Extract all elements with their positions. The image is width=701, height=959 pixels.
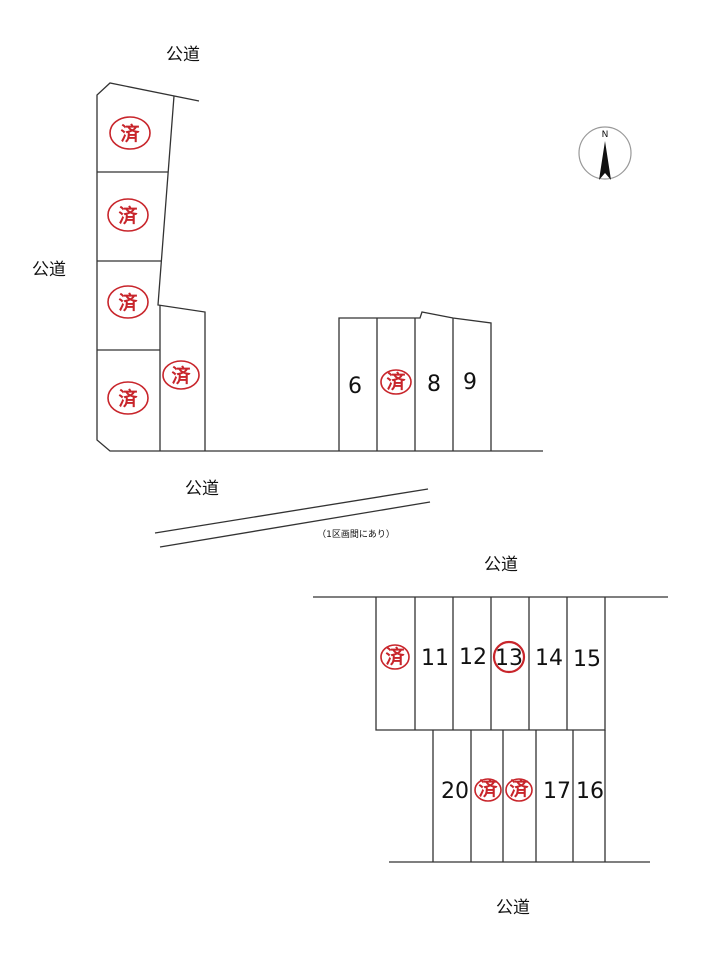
sold-stamp: 済 [162,360,200,390]
lot-6-label: 6 [348,374,362,399]
sold-stamp: 済 [474,777,502,802]
middle-block: 6 8 9 [338,311,492,451]
highlight-circle [492,640,526,674]
svg-text:済: 済 [509,777,529,800]
north-compass-icon: N [578,126,632,180]
svg-text:済: 済 [478,777,498,800]
sold-stamp: 済 [107,285,149,319]
road-line [159,501,431,548]
svg-text:済: 済 [118,204,138,227]
compass-north-label: N [602,130,609,140]
lot-14-label: 14 [535,646,563,671]
sold-stamp: 済 [380,644,410,670]
lot-11-label: 11 [421,646,449,671]
road-note: （1区画間にあり） [317,529,395,540]
svg-text:済: 済 [171,364,191,387]
svg-text:済: 済 [118,291,138,314]
left-block [96,82,543,452]
sold-stamp: 済 [107,198,149,232]
lot-20-label: 20 [441,779,469,804]
road-label-lower-top: 公道 [484,555,518,575]
sold-stamp: 済 [107,381,149,415]
road-label-bottom: 公道 [496,898,530,918]
svg-text:済: 済 [386,370,406,393]
lot-13-label: 13 [495,646,523,671]
svg-text:済: 済 [385,645,405,668]
lot-9-label: 9 [463,370,477,395]
svg-text:済: 済 [118,387,138,410]
sold-stamp: 済 [109,116,151,150]
lot-16-label: 16 [576,779,604,804]
lower-block: 11 12 13 14 15 20 17 16 [313,596,668,863]
road-label-top: 公道 [166,45,200,65]
road-label-left: 公道 [32,260,66,280]
svg-text:済: 済 [120,122,140,145]
road-label-middle: 公道 [185,479,219,499]
lot-8-label: 8 [427,372,441,397]
lot-12-label: 12 [459,645,487,670]
lot-15-label: 15 [573,647,601,672]
sold-stamp: 済 [505,777,533,802]
lot-17-label: 17 [543,779,571,804]
road-line [154,488,429,534]
sold-stamp: 済 [380,369,412,395]
